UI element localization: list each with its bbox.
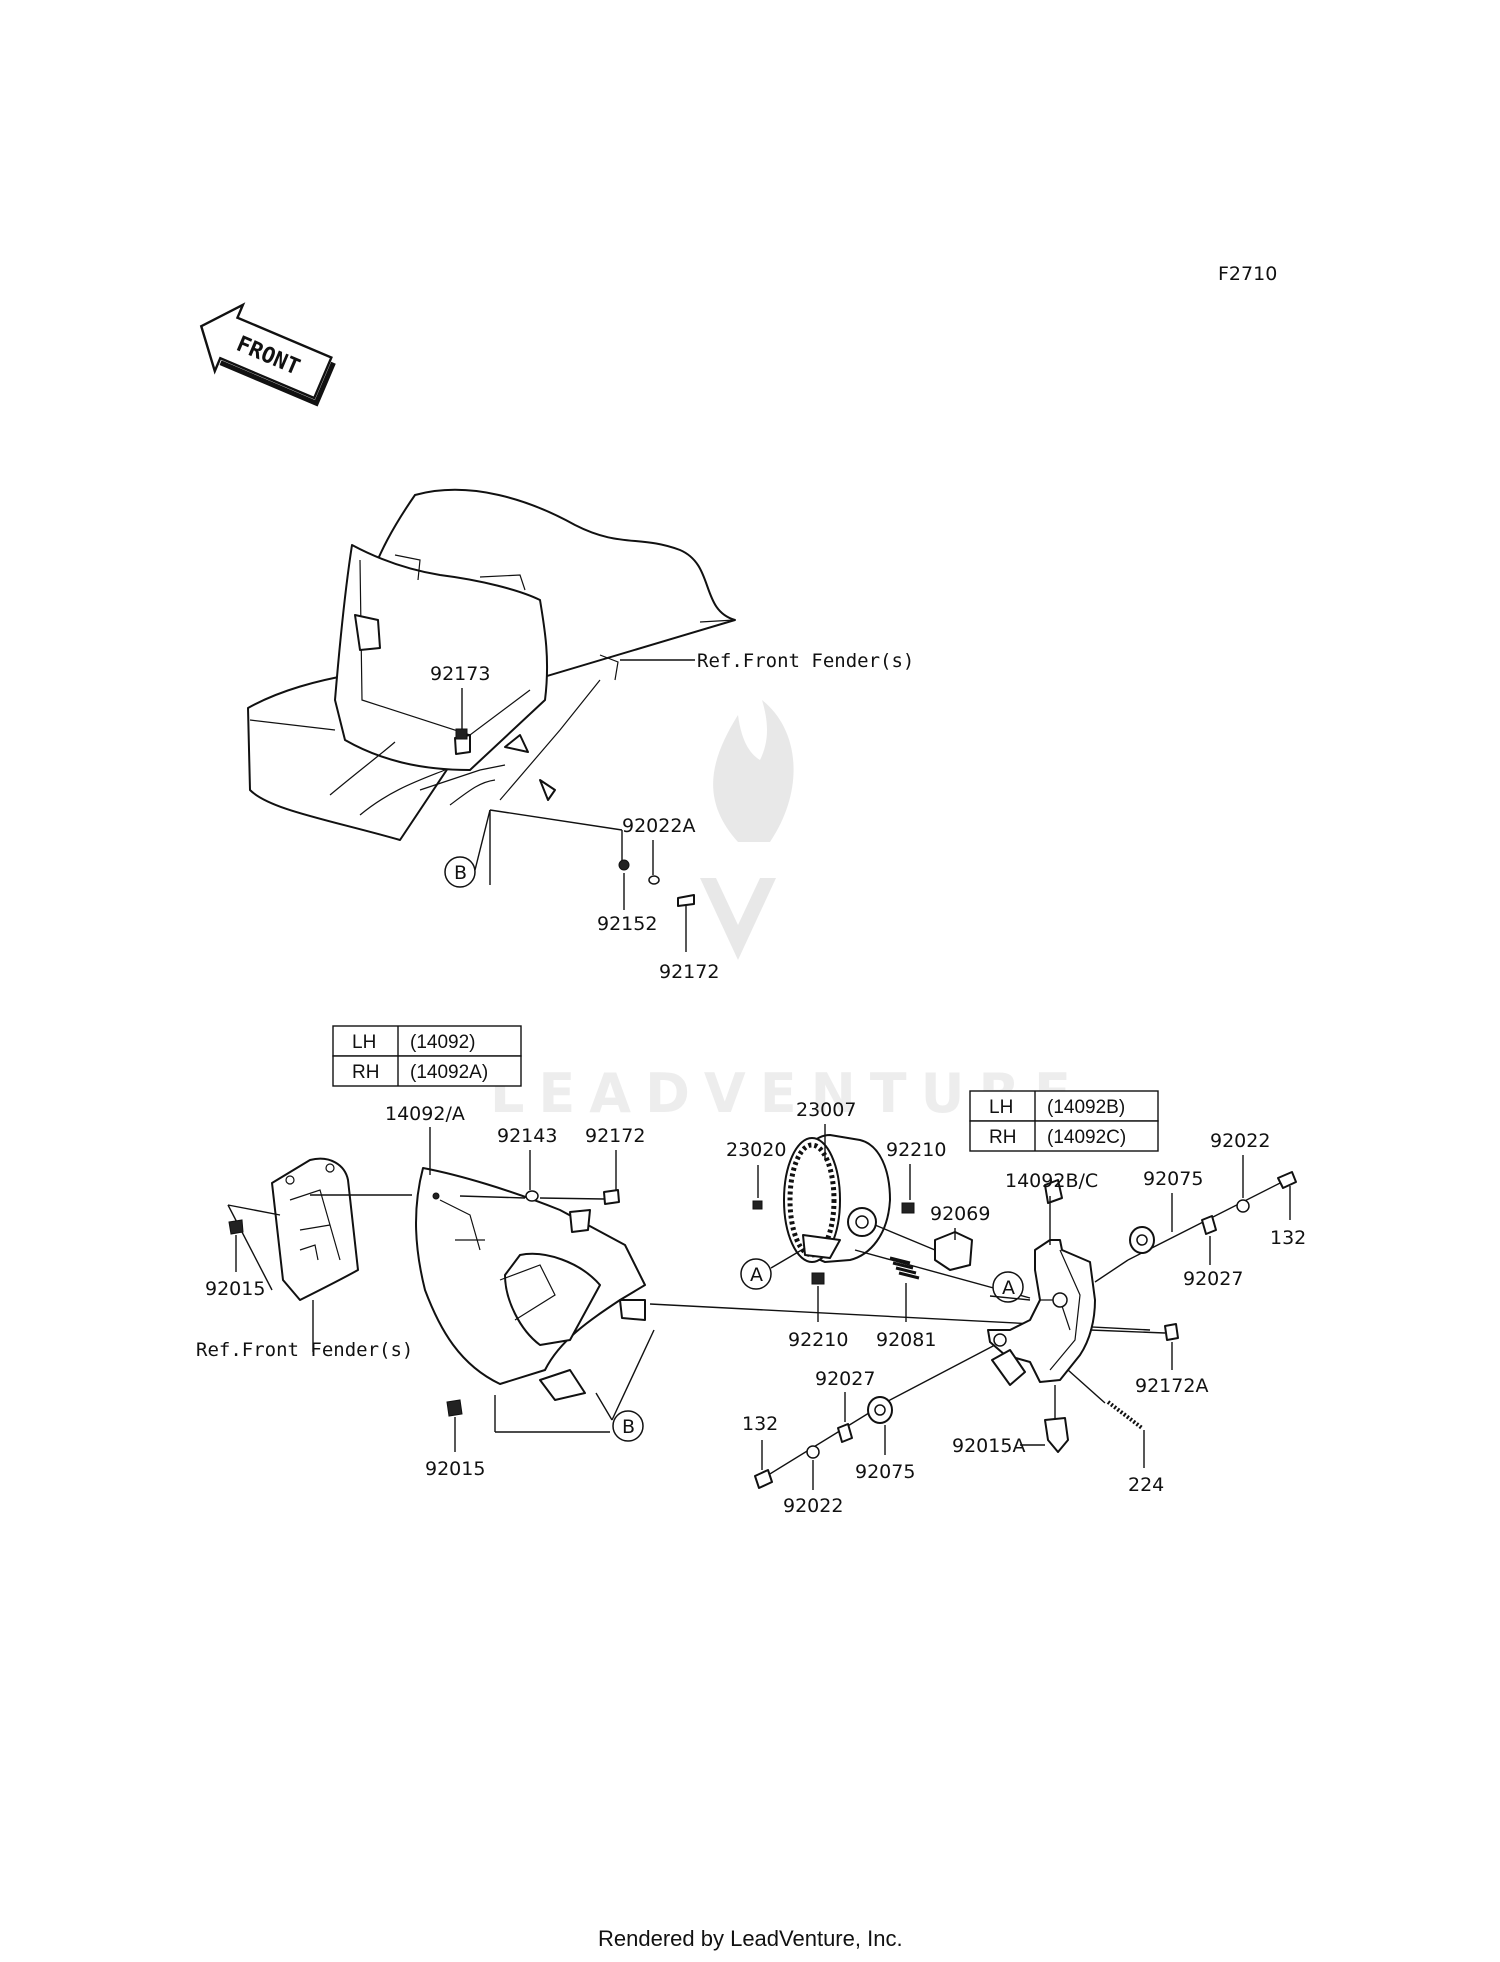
label-92069: 92069 bbox=[930, 1203, 990, 1225]
washer-92022A-icon bbox=[648, 875, 660, 885]
washer-92022-top-icon bbox=[1236, 1199, 1250, 1213]
label-92172-top: 92172 bbox=[659, 961, 719, 983]
front-fender-drawing bbox=[247, 488, 736, 841]
label-92015-left: 92015 bbox=[205, 1278, 265, 1300]
label-92075-bottom: 92075 bbox=[855, 1461, 915, 1483]
nut-92015-left-icon bbox=[228, 1219, 244, 1235]
label-92172-mid: 92172 bbox=[585, 1125, 645, 1147]
footer-credit: Rendered by LeadVenture, Inc. bbox=[598, 1926, 903, 1951]
label-92022-bottom: 92022 bbox=[783, 1495, 843, 1517]
table-right-r2-part: (14092C) bbox=[1047, 1127, 1126, 1148]
callout-a-left-label: A bbox=[750, 1264, 763, 1286]
bulb-92069-icon bbox=[934, 1231, 973, 1271]
nut-92173-icon bbox=[455, 728, 468, 740]
washer-92022-bottom-icon bbox=[806, 1445, 820, 1459]
nut-92015-bottom-icon bbox=[446, 1399, 463, 1417]
table-left-r2-part: (14092A) bbox=[410, 1062, 488, 1083]
headlight-bracket-right-drawing bbox=[987, 1179, 1096, 1386]
collar-92027-top-icon bbox=[1201, 1215, 1217, 1235]
bolt-92172A-icon bbox=[1164, 1323, 1179, 1341]
label-132-right: 132 bbox=[1270, 1227, 1306, 1249]
collar-92027-bottom-icon bbox=[837, 1423, 853, 1443]
bolt-224-icon bbox=[1106, 1400, 1144, 1430]
label-23007: 23007 bbox=[796, 1099, 856, 1121]
nut-92152-icon bbox=[618, 859, 630, 871]
label-92027-bottom: 92027 bbox=[815, 1368, 875, 1390]
label-132-left: 132 bbox=[742, 1413, 778, 1435]
label-92210-bottom: 92210 bbox=[788, 1329, 848, 1351]
callout-b-bottom-label: B bbox=[622, 1416, 635, 1438]
label-92172A: 92172A bbox=[1135, 1375, 1208, 1397]
nut-23020-icon bbox=[752, 1200, 763, 1210]
label-92143: 92143 bbox=[497, 1125, 557, 1147]
label-92022A: 92022A bbox=[622, 815, 695, 837]
callout-b-bottom bbox=[612, 1410, 644, 1442]
table-right-r1-part: (14092B) bbox=[1047, 1097, 1125, 1118]
table-left-r1-part: (14092) bbox=[410, 1032, 476, 1053]
clip-92210-bottom-icon bbox=[811, 1272, 825, 1285]
label-23020: 23020 bbox=[726, 1139, 786, 1161]
table-left-r1-side: LH bbox=[352, 1032, 376, 1053]
bolt-132-left-icon bbox=[754, 1469, 773, 1489]
grommet-92075-top-icon bbox=[1129, 1226, 1155, 1254]
front-direction-arrow-icon: FRONT bbox=[199, 302, 336, 407]
table-right-r1-side: LH bbox=[989, 1097, 1013, 1118]
callout-b-top-label: B bbox=[454, 862, 467, 884]
label-92075-top: 92075 bbox=[1143, 1168, 1203, 1190]
table-left-r2-side: RH bbox=[352, 1062, 379, 1083]
ref-front-fender-top: Ref.Front Fender(s) bbox=[697, 650, 914, 672]
table-right-r2-side: RH bbox=[989, 1127, 1016, 1148]
left-fender-bracket-drawing bbox=[227, 1157, 412, 1352]
bolt-132-right-icon bbox=[1277, 1171, 1297, 1189]
callout-a-right bbox=[992, 1271, 1024, 1303]
label-14092BC: 14092B/C bbox=[1005, 1170, 1098, 1192]
label-92173: 92173 bbox=[430, 663, 490, 685]
watermark-logo: LEADVENTURE bbox=[490, 700, 1071, 1125]
bolt-92172-mid-icon bbox=[603, 1189, 620, 1205]
label-224: 224 bbox=[1128, 1474, 1164, 1496]
callout-a-right-label: A bbox=[1002, 1277, 1015, 1299]
headlight-cover-left-drawing bbox=[415, 1167, 646, 1401]
label-92015-bottom: 92015 bbox=[425, 1458, 485, 1480]
clip-92210-top-icon bbox=[901, 1202, 915, 1214]
bolt-92172-top-icon bbox=[677, 894, 695, 907]
diagram-code: F2710 bbox=[1218, 263, 1277, 285]
table-right: LH (14092B) RH (14092C) bbox=[969, 1090, 1159, 1152]
headlight-drawing bbox=[783, 1134, 891, 1263]
label-92081: 92081 bbox=[876, 1329, 936, 1351]
spring-92081-icon bbox=[889, 1256, 920, 1280]
label-92022-top: 92022 bbox=[1210, 1130, 1270, 1152]
nut-92015A-icon bbox=[1044, 1417, 1069, 1453]
callout-a-left bbox=[740, 1258, 772, 1290]
callout-b-top bbox=[444, 856, 476, 888]
ref-front-fender-left: Ref.Front Fender(s) bbox=[196, 1339, 413, 1361]
grommet-92075-bottom-icon bbox=[867, 1396, 893, 1424]
washer-92143-icon bbox=[525, 1190, 539, 1202]
label-92152: 92152 bbox=[597, 913, 657, 935]
label-92027-right: 92027 bbox=[1183, 1268, 1243, 1290]
label-92015A: 92015A bbox=[952, 1435, 1025, 1457]
label-14092A: 14092/A bbox=[385, 1103, 465, 1125]
table-left: LH (14092) RH (14092A) bbox=[332, 1025, 522, 1087]
label-92210-top: 92210 bbox=[886, 1139, 946, 1161]
